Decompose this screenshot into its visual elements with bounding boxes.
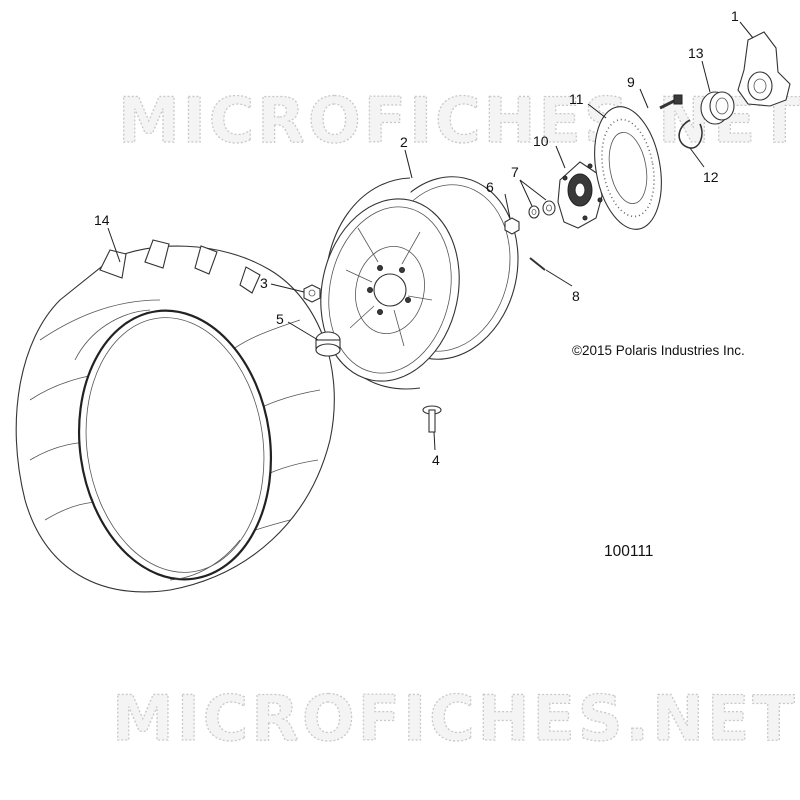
watermark-bottom: MICROFICHES.NET xyxy=(112,682,798,755)
callout-2: 2 xyxy=(400,134,408,150)
brake-bolt xyxy=(659,94,683,110)
wheel-rim xyxy=(320,176,519,390)
brake-disc xyxy=(594,106,662,230)
lug-nut xyxy=(303,284,321,303)
copyright-notice: ©2015 Polaris Industries Inc. xyxy=(572,343,745,358)
washer-pair xyxy=(528,200,556,219)
callout-5: 5 xyxy=(276,311,284,327)
cotter-pin xyxy=(529,257,546,271)
callout-8: 8 xyxy=(572,288,580,304)
wheel-hub xyxy=(557,161,603,229)
callout-3: 3 xyxy=(260,275,268,291)
callout-7: 7 xyxy=(511,164,519,180)
callout-10: 10 xyxy=(533,133,549,149)
tire xyxy=(15,239,335,593)
figure-number: 100111 xyxy=(604,543,653,560)
spindle-nut xyxy=(504,217,520,235)
callout-14: 14 xyxy=(94,212,110,228)
watermark-top: MICROFICHES.NET xyxy=(118,84,800,157)
callout-12: 12 xyxy=(703,169,719,185)
callout-11: 11 xyxy=(569,91,584,107)
wheel-bearing xyxy=(700,91,735,125)
callout-1: 1 xyxy=(731,8,739,24)
callout-6: 6 xyxy=(486,179,494,195)
center-cap xyxy=(315,331,341,357)
wheel-stud xyxy=(422,405,442,433)
callout-13: 13 xyxy=(688,45,704,61)
callout-4: 4 xyxy=(432,452,440,468)
leader-lines xyxy=(107,21,754,451)
steering-knuckle xyxy=(737,31,791,107)
callout-9: 9 xyxy=(627,74,635,90)
